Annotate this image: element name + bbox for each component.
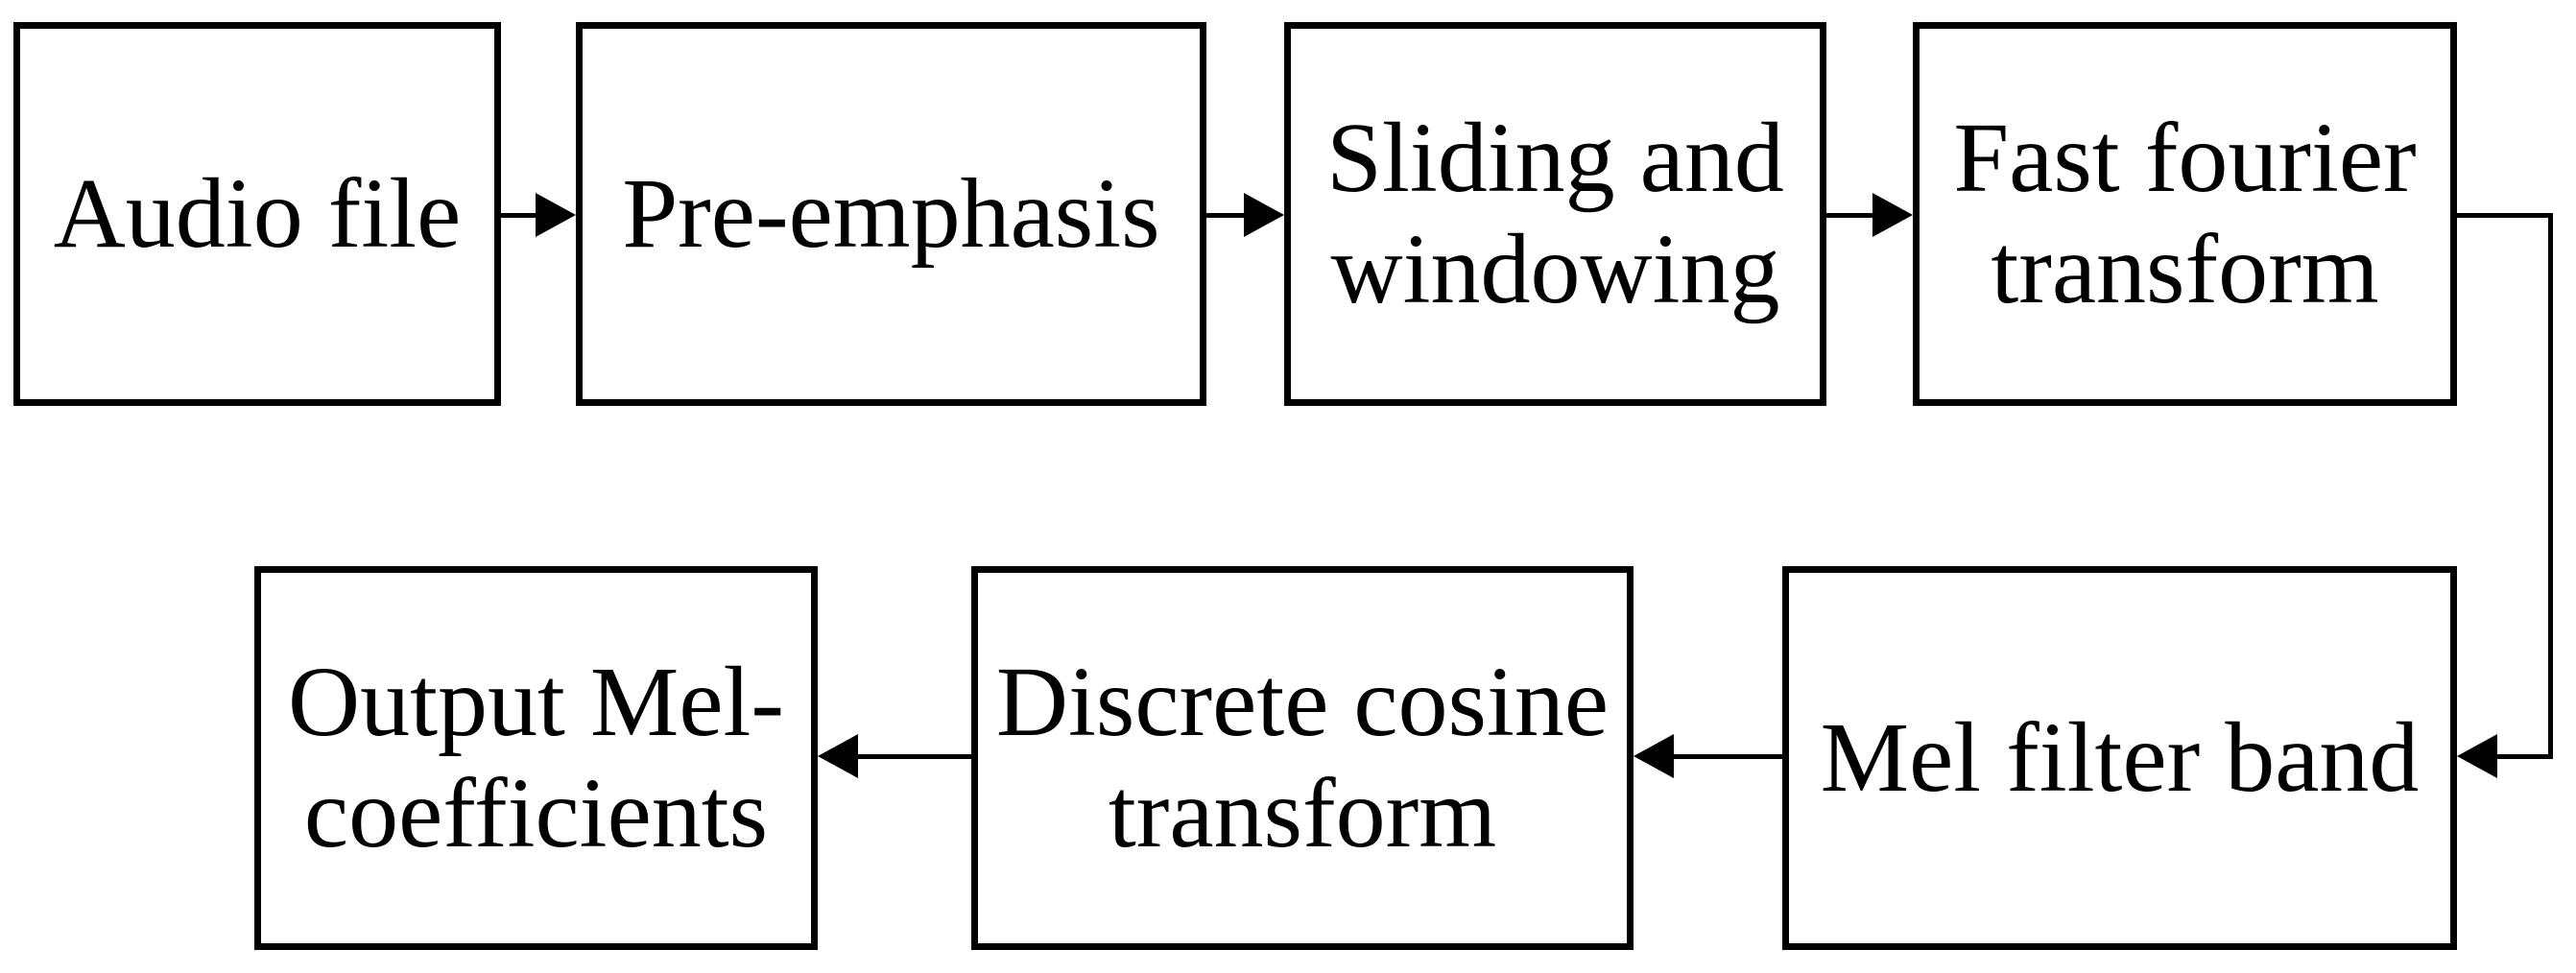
- edge-fft-to-mel-vertical-segment: [2548, 213, 2553, 759]
- node-label: windowing: [1330, 214, 1780, 324]
- node-label: Output Mel-: [287, 646, 785, 757]
- edge-sliding-to-fft-line: [1823, 213, 1884, 218]
- node-label: Sliding and: [1326, 102, 1784, 213]
- node-output-mel-coefficients: Output Mel- coefficients: [254, 566, 818, 950]
- edge-dct-to-output-arrowhead: [818, 734, 858, 778]
- edge-audio-to-preemphasis-arrowhead: [536, 193, 576, 237]
- node-mel-filter-band: Mel filter band: [1782, 566, 2457, 950]
- node-label: Fast fourier: [1953, 102, 2417, 213]
- edge-sliding-to-fft-arrowhead: [1872, 193, 1913, 237]
- node-label: Pre-emphasis: [622, 157, 1160, 269]
- node-label: Discrete cosine: [995, 646, 1610, 757]
- edge-mel-to-dct-arrowhead: [1634, 734, 1674, 778]
- edge-fft-to-mel-bottom-segment: [2490, 754, 2553, 759]
- node-label: transform: [1991, 214, 2379, 324]
- node-pre-emphasis: Pre-emphasis: [576, 22, 1206, 406]
- edge-preemphasis-to-sliding-line: [1203, 213, 1255, 218]
- node-label: coefficients: [303, 758, 769, 868]
- node-label: transform: [1108, 758, 1497, 868]
- node-label: Mel filter band: [1820, 701, 2420, 813]
- edge-dct-to-output-line: [850, 754, 975, 759]
- edge-mel-to-dct-line: [1666, 754, 1786, 759]
- edge-fft-to-mel-arrowhead: [2457, 734, 2497, 778]
- edge-audio-to-preemphasis-line: [497, 213, 547, 218]
- node-label: Audio file: [53, 157, 462, 269]
- node-discrete-cosine-transform: Discrete cosine transform: [971, 566, 1634, 950]
- edge-preemphasis-to-sliding-arrowhead: [1244, 193, 1284, 237]
- node-fast-fourier-transform: Fast fourier transform: [1913, 22, 2457, 406]
- edge-fft-to-mel-top-segment: [2453, 213, 2553, 218]
- node-audio-file: Audio file: [13, 22, 501, 406]
- node-sliding-and-windowing: Sliding and windowing: [1284, 22, 1826, 406]
